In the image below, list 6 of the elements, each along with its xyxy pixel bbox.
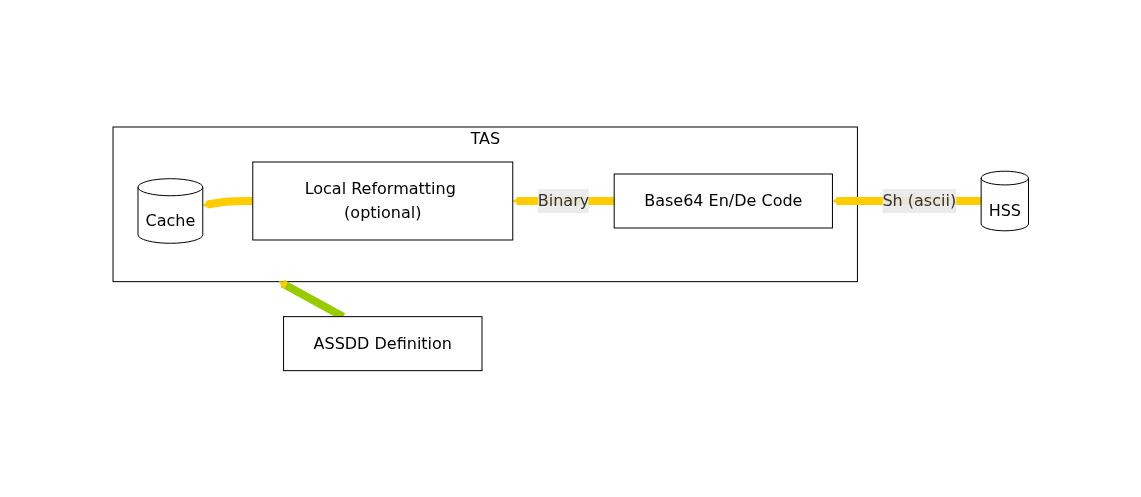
node-box: Local Reformatting (optional)	[252, 161, 513, 241]
node-box: Base64 En/De Code	[613, 173, 833, 229]
edge-label: Sh (ascii)	[882, 190, 956, 210]
edge-label: Binary	[537, 190, 589, 210]
arrow	[202, 196, 253, 209]
node-box: ASSDD Definition	[282, 315, 483, 371]
